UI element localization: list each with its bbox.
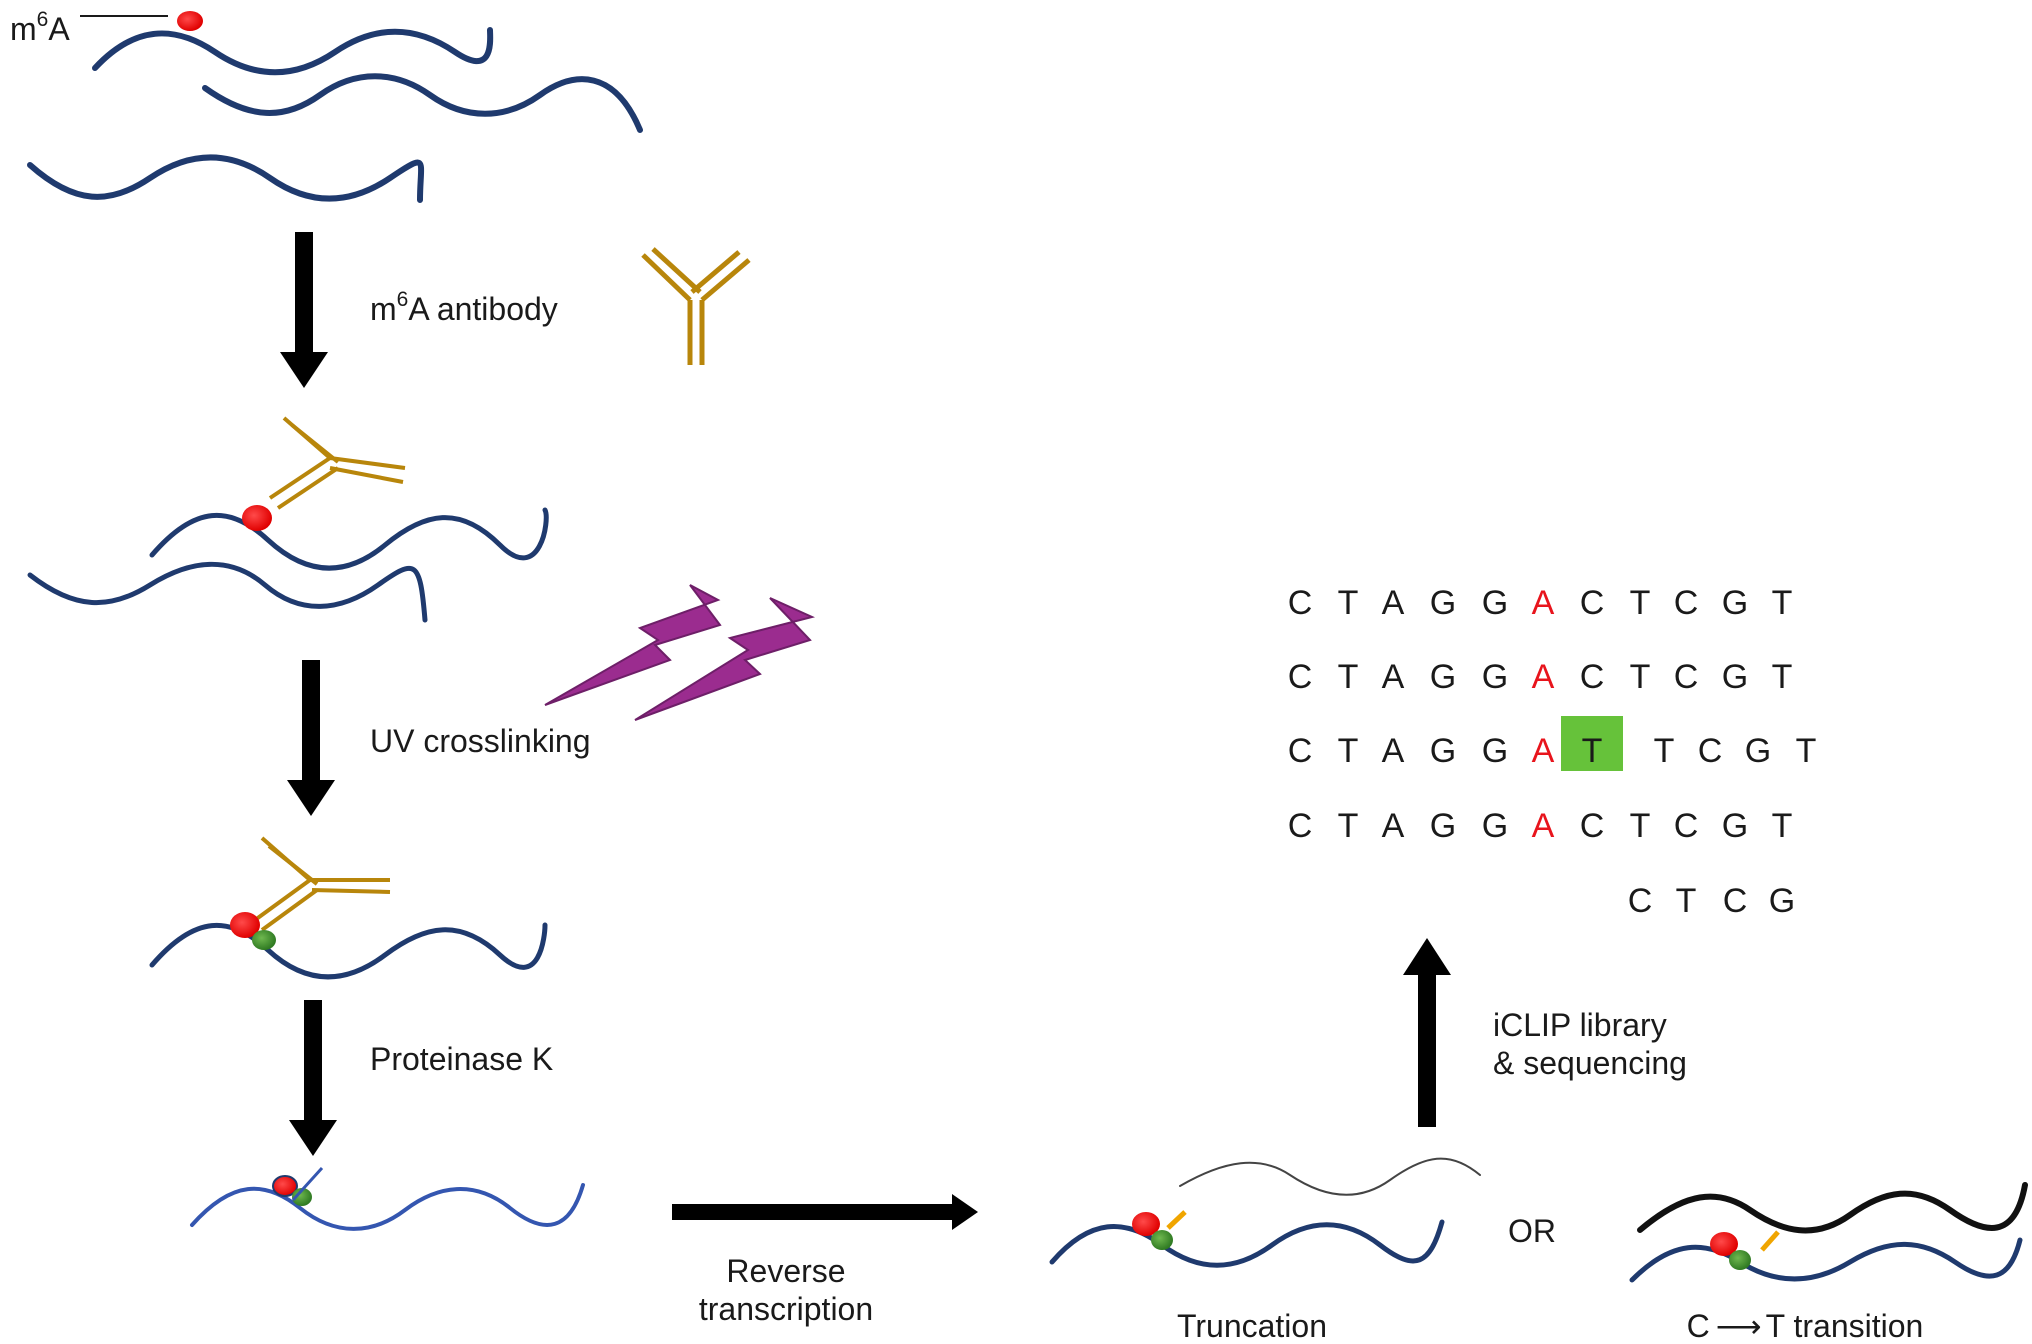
protein-dot-icon bbox=[252, 930, 276, 950]
protein-dot-icon bbox=[1729, 1250, 1751, 1270]
m6a-dot-icon bbox=[272, 1175, 298, 1197]
truncation-label: Truncation bbox=[1177, 1308, 1327, 1344]
seq-base-r4-11: T bbox=[1772, 807, 1793, 845]
seq-base-r4-10: G bbox=[1722, 807, 1748, 845]
rna-strand-1 bbox=[92, 27, 494, 76]
bound-antibody bbox=[268, 416, 406, 510]
seq-base-r1-5: G bbox=[1482, 584, 1508, 622]
seq-base-r5-1: C bbox=[1628, 882, 1653, 920]
m6a-dot-icon bbox=[242, 505, 272, 531]
seq-base-r2-9: C bbox=[1674, 658, 1699, 696]
seq-base-r2-6: A bbox=[1532, 658, 1555, 696]
seq-base-r5-2: T bbox=[1676, 882, 1697, 920]
antibody-bound-stage bbox=[27, 416, 549, 623]
seq-base-r2-1: C bbox=[1288, 658, 1313, 696]
seq-base-r4-6: A bbox=[1532, 807, 1555, 845]
m6a-dot-icon bbox=[230, 912, 260, 938]
seq-base-r2-2: T bbox=[1338, 658, 1359, 696]
reverse-transcription-line2: transcription bbox=[699, 1291, 873, 1327]
seq-base-r2-8: T bbox=[1630, 658, 1651, 696]
seq-base-r2-11: T bbox=[1772, 658, 1793, 696]
seq-base-r3-5: G bbox=[1482, 732, 1508, 770]
seq-base-r4-4: G bbox=[1430, 807, 1456, 845]
rna-strand-3 bbox=[27, 154, 425, 203]
seq-base-r3-2: T bbox=[1338, 732, 1359, 770]
rna-strand-truncation bbox=[1049, 1219, 1445, 1268]
rna-strand-unbound bbox=[27, 561, 428, 623]
seq-base-r3-4: G bbox=[1430, 732, 1456, 770]
seq-base-r1-6: A bbox=[1532, 584, 1555, 622]
iclip-label-line2: & sequencing bbox=[1493, 1045, 1687, 1081]
seq-base-r2-10: G bbox=[1722, 658, 1748, 696]
transition-label: C⟶T transition bbox=[1687, 1308, 1924, 1344]
step-antibody-label: m6A antibody bbox=[370, 288, 558, 327]
rna-strand-2 bbox=[202, 73, 643, 133]
rna-strand-crosslinked bbox=[149, 922, 548, 980]
seq-base-r1-10: G bbox=[1722, 584, 1748, 622]
seq-base-r1-7: C bbox=[1580, 584, 1605, 622]
digested-stage bbox=[190, 1166, 585, 1231]
seq-base-r3-9: C bbox=[1698, 732, 1723, 770]
seq-base-r2-3: A bbox=[1382, 658, 1405, 696]
protein-dot-icon bbox=[1151, 1230, 1173, 1250]
m6a-label: m6A bbox=[10, 8, 70, 47]
crosslinked-stage bbox=[149, 836, 548, 980]
seq-base-r3-7: T bbox=[1582, 732, 1603, 770]
seq-base-r4-5: G bbox=[1482, 807, 1508, 845]
seq-base-r3-6: A bbox=[1532, 732, 1555, 770]
reverse-transcription-line1: Reverse bbox=[726, 1253, 845, 1289]
seq-base-r2-5: G bbox=[1482, 658, 1508, 696]
seq-base-r4-2: T bbox=[1338, 807, 1359, 845]
rna-strand-bound bbox=[149, 507, 549, 571]
seq-base-r1-3: A bbox=[1382, 584, 1405, 622]
iclip-label-line1: iCLIP library bbox=[1493, 1007, 1667, 1043]
seq-base-r3-11: T bbox=[1796, 732, 1817, 770]
truncation-product bbox=[1049, 1157, 1481, 1268]
seq-base-r1-1: C bbox=[1288, 584, 1313, 622]
m6a-dot-icon bbox=[1710, 1232, 1738, 1256]
rna-strand-transition bbox=[1629, 1237, 2023, 1283]
arrow-down-icon bbox=[280, 232, 328, 388]
arrow-down-icon bbox=[289, 1000, 337, 1156]
or-label: OR bbox=[1508, 1213, 1556, 1249]
seq-base-r4-7: C bbox=[1580, 807, 1605, 845]
rna-strand-digested bbox=[190, 1183, 585, 1231]
seq-base-r3-3: A bbox=[1382, 732, 1405, 770]
arrow-right-icon bbox=[672, 1194, 978, 1230]
seq-base-r1-2: T bbox=[1338, 584, 1359, 622]
arrow-down-icon bbox=[287, 660, 335, 816]
m6a-dot-icon bbox=[1132, 1212, 1160, 1236]
seq-base-r4-1: C bbox=[1288, 807, 1313, 845]
seq-base-r3-8: T bbox=[1654, 732, 1675, 770]
seq-base-r5-4: G bbox=[1769, 882, 1795, 920]
seq-base-r4-8: T bbox=[1630, 807, 1651, 845]
seq-base-r4-9: C bbox=[1674, 807, 1699, 845]
arrow-up-icon bbox=[1403, 938, 1451, 1127]
seq-base-r5-3: C bbox=[1723, 882, 1748, 920]
cdna-strand-full bbox=[1637, 1182, 2028, 1234]
seq-base-r2-4: G bbox=[1430, 658, 1456, 696]
m6a-dot-icon bbox=[177, 11, 203, 31]
seq-base-r3-1: C bbox=[1288, 732, 1313, 770]
seq-base-r1-11: T bbox=[1772, 584, 1793, 622]
mutation-highlight bbox=[1561, 716, 1623, 771]
seq-base-r4-3: A bbox=[1382, 807, 1405, 845]
rna-pool: m6A bbox=[10, 8, 643, 203]
step-proteinase-label: Proteinase K bbox=[370, 1041, 553, 1077]
step-uv-label: UV crosslinking bbox=[370, 723, 591, 759]
seq-base-r3-10: G bbox=[1745, 732, 1771, 770]
antibody-icon bbox=[641, 247, 751, 365]
protein-dot-icon bbox=[292, 1188, 312, 1206]
transition-product bbox=[1629, 1182, 2028, 1283]
seq-base-r1-9: C bbox=[1674, 584, 1699, 622]
uv-lightning-icon bbox=[544, 584, 816, 721]
seq-base-r1-4: G bbox=[1430, 584, 1456, 622]
cdna-strand-truncated bbox=[1179, 1157, 1481, 1196]
seq-base-r2-7: C bbox=[1580, 658, 1605, 696]
seq-base-r1-8: T bbox=[1630, 584, 1651, 622]
crosslinked-antibody bbox=[253, 836, 391, 932]
